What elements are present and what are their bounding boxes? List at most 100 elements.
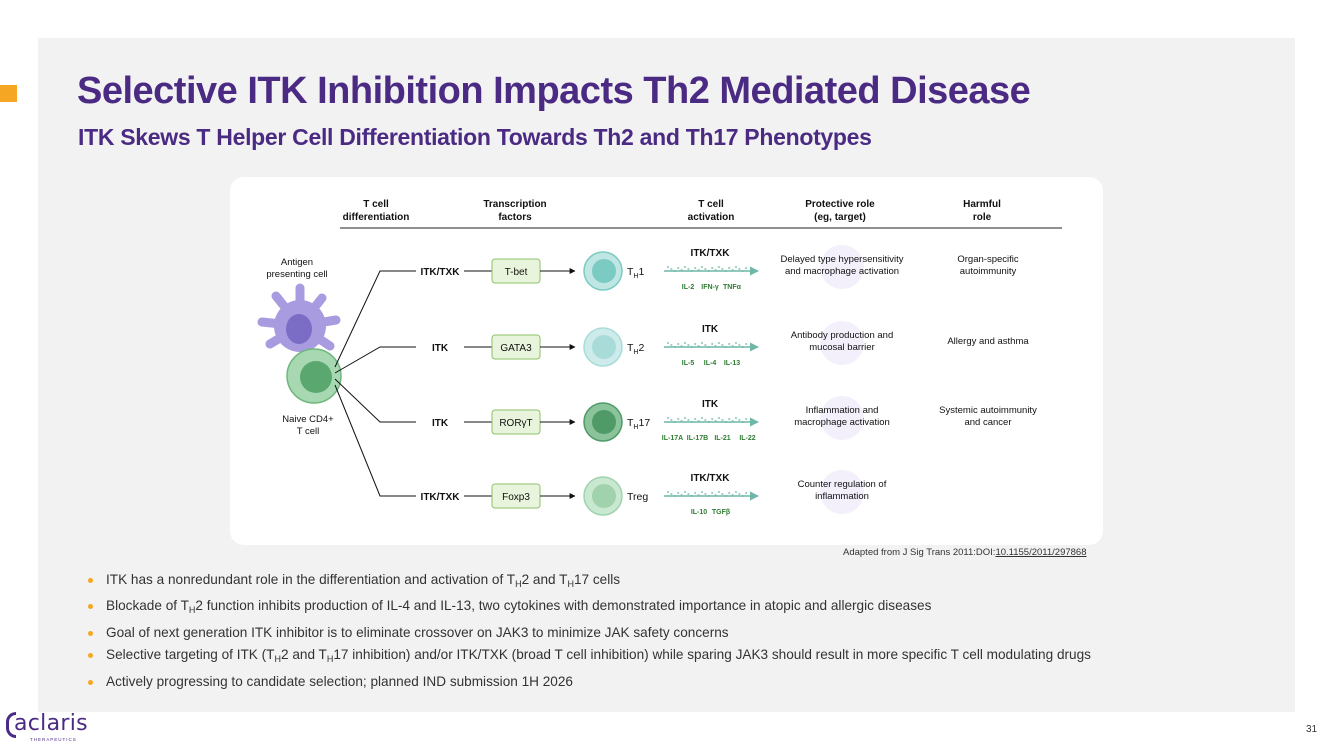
- harmful-role-text: autoimmunity: [960, 266, 1017, 277]
- cytokine-dot: [677, 491, 680, 495]
- branch-line: [334, 270, 416, 368]
- subscript: H: [188, 605, 196, 616]
- cytokine-dot: [745, 266, 748, 270]
- subscript: H: [326, 654, 334, 665]
- transcription-factor-label: Foxp3: [502, 492, 530, 503]
- logo-wordmark: aclaris: [14, 711, 88, 736]
- cytokine-dot: [738, 267, 741, 271]
- cell-suffix: 17: [638, 417, 650, 429]
- cytokine-dot: [694, 417, 697, 421]
- cytokine-dot: [683, 416, 687, 420]
- citation-doi-link[interactable]: 10.1155/2011/297868: [995, 547, 1087, 558]
- helper-cell-nucleus: [592, 484, 616, 508]
- helper-cell-nucleus: [592, 335, 616, 359]
- cytokine-dot: [745, 417, 748, 421]
- cytokine-dot: [721, 343, 724, 347]
- cytokine-dot: [694, 491, 697, 495]
- cytokine-dot: [687, 492, 690, 496]
- branch-line: [334, 346, 416, 374]
- protective-role-text: macrophage activation: [794, 417, 890, 428]
- antigen-presenting-cell-icon: [257, 283, 341, 361]
- naive-t-cell-label: T cell: [297, 426, 320, 437]
- cytokine-dot: [704, 343, 707, 347]
- cytokine-dot: [683, 265, 687, 269]
- cytokine-dot: [717, 265, 721, 269]
- cytokine-dot: [666, 490, 670, 494]
- header-harmful-role: Harmful: [963, 199, 1001, 210]
- cytokine-dot: [700, 265, 704, 269]
- helper-cell-label: TH2: [627, 342, 644, 356]
- aclaris-logo: aclaris THERAPEUTICS: [6, 711, 88, 743]
- cytokine-label: IL-5: [682, 360, 695, 367]
- bullet-item: Goal of next generation ITK inhibitor is…: [88, 622, 1091, 644]
- transcription-factor-label: RORγT: [499, 418, 532, 429]
- cell-suffix: 2: [638, 342, 644, 354]
- helper-cell-label: TH1: [627, 266, 644, 280]
- header-differentiation: differentiation: [343, 212, 410, 223]
- cytokine-dot: [711, 342, 714, 346]
- apc-label: Antigen: [281, 257, 313, 268]
- cytokine-dot: [704, 418, 707, 422]
- cytokine-dot: [700, 490, 704, 494]
- cytokine-label: IL-22: [739, 435, 755, 442]
- cytokine-dot: [717, 341, 721, 345]
- cytokine-dot: [704, 267, 707, 271]
- cytokine-dot: [711, 491, 714, 495]
- apc-nucleus: [286, 314, 312, 344]
- protective-background-icon: [820, 470, 864, 514]
- cytokine-dot: [734, 341, 738, 345]
- bullet-list: ITK has a nonredundant role in the diffe…: [88, 569, 1091, 693]
- harmful-role-text: and cancer: [964, 417, 1011, 428]
- protective-role-text: mucosal barrier: [809, 342, 874, 353]
- header-transcription-factors: Transcription: [483, 199, 546, 210]
- branch-line: [334, 384, 416, 497]
- cytokine-dot: [683, 490, 687, 494]
- row-kinase-label: ITK: [432, 343, 449, 354]
- transcription-factor-label: T-bet: [505, 267, 528, 278]
- harmful-role-text: Organ-specific: [957, 254, 1018, 265]
- cytokine-dot: [670, 492, 673, 496]
- subscript: H: [633, 424, 638, 431]
- header-harmful-role: role: [973, 212, 992, 223]
- cytokine-dot: [728, 417, 731, 421]
- subscript: H: [633, 273, 638, 280]
- cytokine-label: IL-10: [691, 509, 707, 516]
- header-differentiation: T cell: [363, 199, 389, 210]
- cytokine-dot: [734, 265, 738, 269]
- cytokine-label: IL-17A: [662, 435, 683, 442]
- bullet-item: Blockade of TH2 function inhibits produc…: [88, 595, 1091, 621]
- header-transcription-factors: factors: [498, 212, 532, 223]
- protective-background-icon: [820, 321, 864, 365]
- cytokine-dot: [734, 490, 738, 494]
- cytokine-dot: [717, 416, 721, 420]
- cytokine-dot: [728, 342, 731, 346]
- subscript: H: [515, 579, 522, 589]
- protective-role-text: inflammation: [815, 491, 869, 502]
- bullet-item: Actively progressing to candidate select…: [88, 671, 1091, 693]
- page-number: 31: [1306, 724, 1318, 735]
- cytokine-dot: [721, 418, 724, 422]
- subscript: H: [567, 579, 574, 589]
- cytokine-label: IL-13: [724, 360, 740, 367]
- cytokine-dot: [670, 267, 673, 271]
- row-kinase-label: ITK/TXK: [421, 267, 461, 278]
- protective-role-text: Inflammation and: [806, 405, 879, 416]
- cytokine-dot: [677, 417, 680, 421]
- cytokine-dot: [666, 341, 670, 345]
- branch-line: [334, 378, 416, 423]
- row-kinase-label: ITK/TXK: [421, 492, 461, 503]
- protective-background-icon: [820, 245, 864, 289]
- cytokine-dot: [738, 343, 741, 347]
- cytokine-dot: [687, 343, 690, 347]
- cytokine-dot: [745, 491, 748, 495]
- cytokine-label: IL-4: [704, 360, 717, 367]
- row-kinase-label: ITK: [432, 418, 449, 429]
- cytokine-dot: [666, 265, 670, 269]
- cytokine-dot: [728, 491, 731, 495]
- header-activation: T cell: [698, 199, 724, 210]
- cytokine-label: IL-17B: [687, 435, 708, 442]
- protective-background-icon: [820, 396, 864, 440]
- cytokine-dot: [677, 342, 680, 346]
- protective-role-text: Delayed type hypersensitivity: [780, 254, 903, 265]
- citation-prefix: Adapted from J Sig Trans 2011:DOI:: [843, 547, 996, 558]
